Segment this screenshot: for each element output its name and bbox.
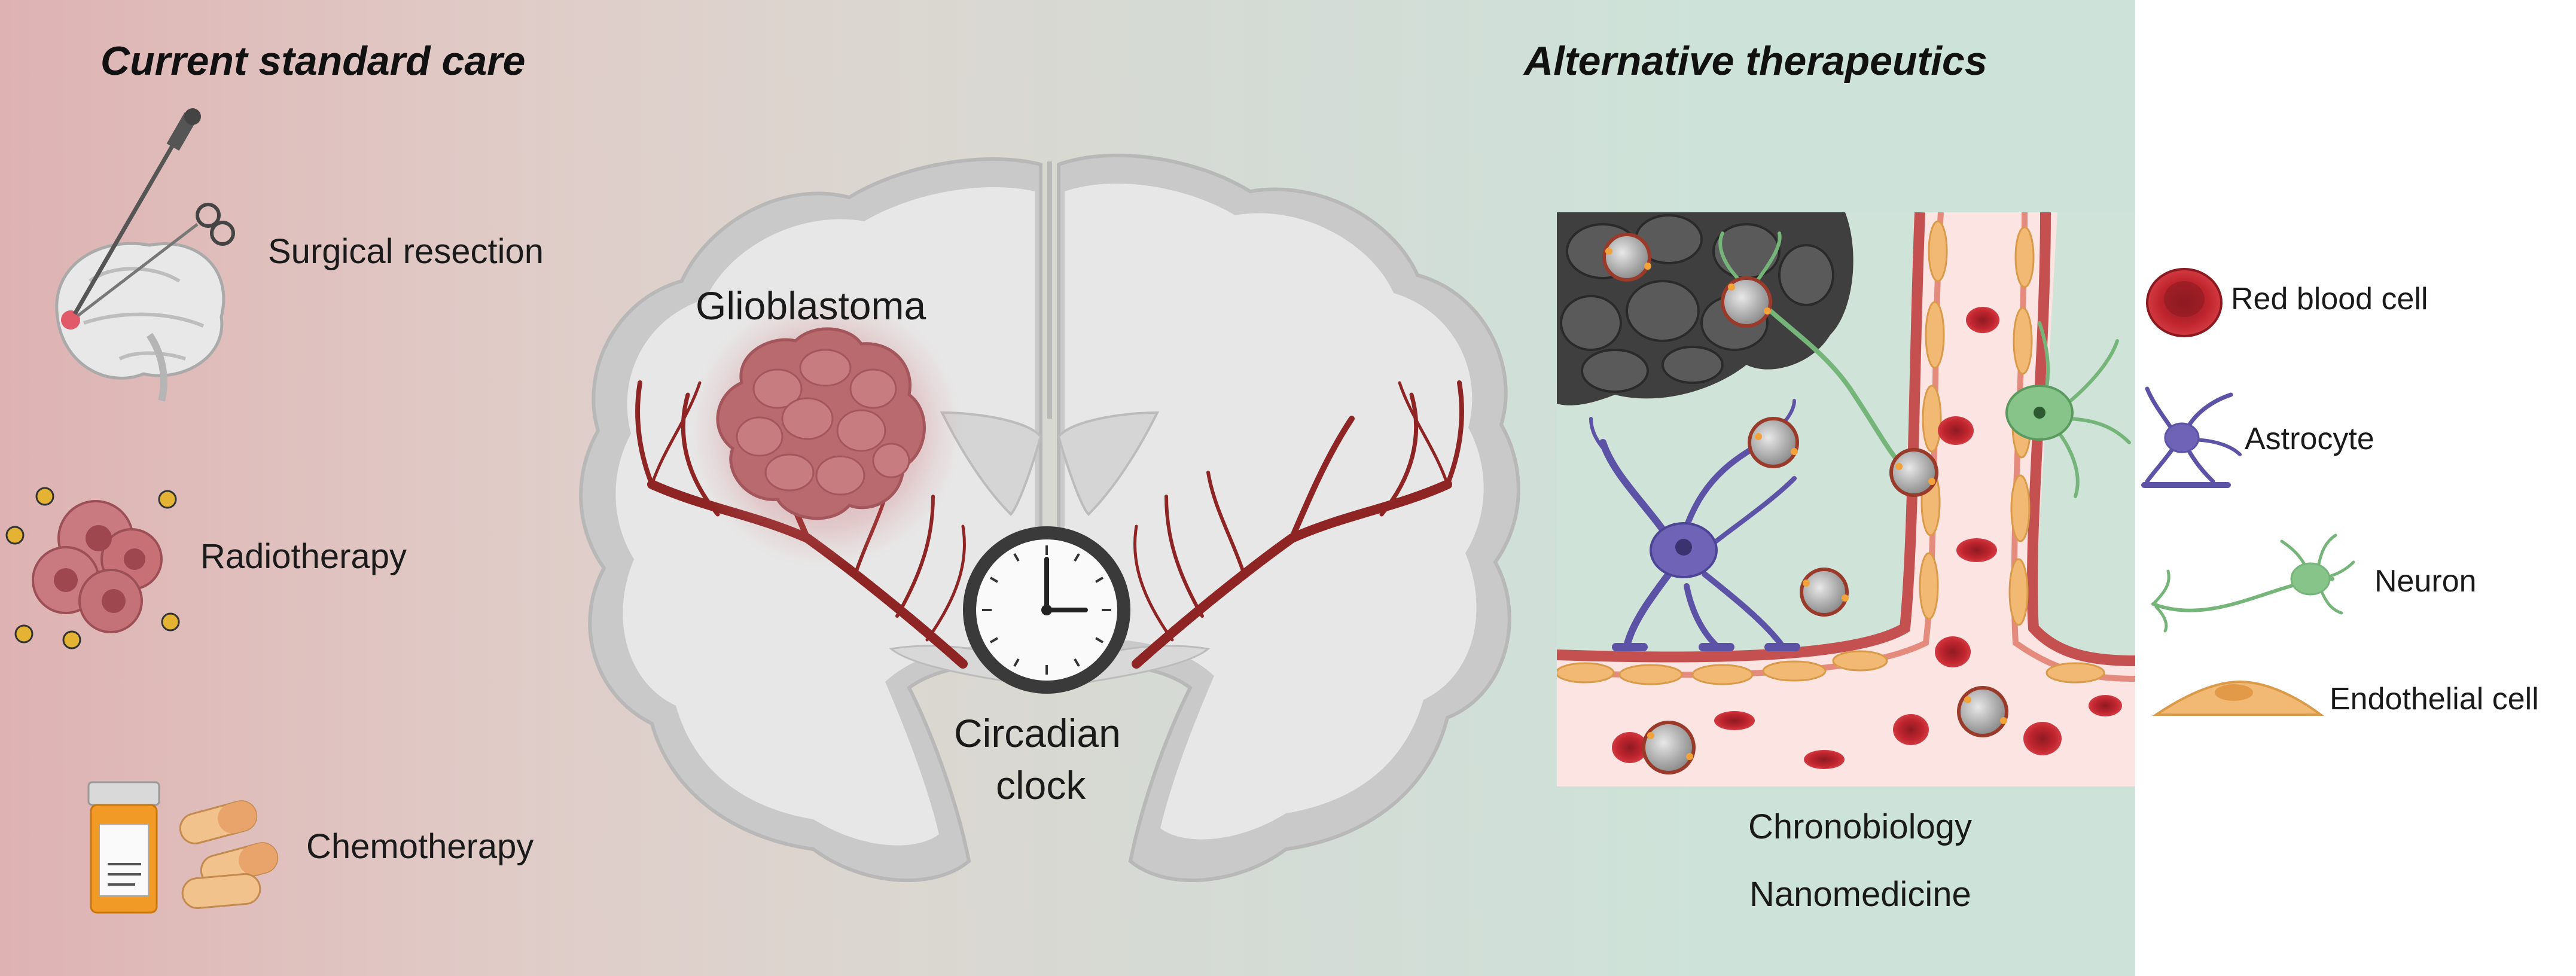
- surgery-icon: [55, 108, 235, 402]
- radiotherapy-label: Radiotherapy: [200, 537, 407, 576]
- circadian-clock-label-line1: Circadian: [954, 711, 1121, 755]
- red-blood-cells: [1612, 307, 2122, 769]
- radiation-icon: [5, 487, 180, 649]
- red-blood-cell-icon: [2146, 268, 2223, 337]
- neuron-icon: [2151, 533, 2355, 633]
- legend-astrocyte-label: Astrocyte: [2245, 422, 2374, 456]
- circadian-clock-label-line2: clock: [996, 763, 1086, 807]
- nanomedicine-label: Nanomedicine: [1749, 875, 1971, 914]
- astrocyte-icon: [2141, 386, 2242, 488]
- legend-endothelial-cell-label: Endothelial cell: [2330, 682, 2539, 716]
- surgical-resection-label: Surgical resection: [268, 232, 544, 271]
- left-panel-heading: Current standard care: [100, 38, 526, 84]
- circadian-clock-icon: [963, 526, 1130, 694]
- legend-red-blood-cell-label: Red blood cell: [2231, 282, 2428, 316]
- nanoparticles: [1602, 233, 2008, 774]
- chemotherapy-label: Chemotherapy: [306, 827, 534, 866]
- legend-neuron-label: Neuron: [2374, 564, 2477, 599]
- chronobiology-label: Chronobiology: [1748, 807, 1973, 846]
- glioblastoma-label: Glioblastoma: [696, 283, 926, 328]
- tumor-microenvironment-panel: [1557, 212, 2135, 786]
- endothelial-cell-icon: [2152, 680, 2325, 716]
- right-panel-heading: Alternative therapeutics: [1524, 38, 1987, 84]
- glioblastoma-tumor: [688, 293, 963, 568]
- pill-bottle-icon: [87, 781, 279, 914]
